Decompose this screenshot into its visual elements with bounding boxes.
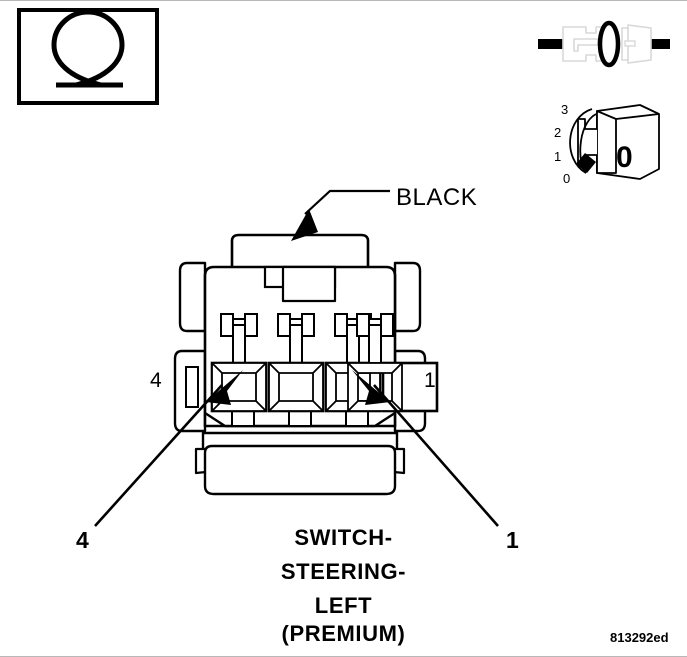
pin-number-left: 4 xyxy=(150,369,162,392)
ignition-position-0: 0 xyxy=(563,171,571,186)
terminal-cavity-1 xyxy=(347,313,439,413)
ignition-position-2: 2 xyxy=(554,125,562,140)
ignition-position-1: 1 xyxy=(554,149,562,164)
callout-leader-right xyxy=(352,370,499,527)
callout-leader-left xyxy=(94,370,243,527)
caption-line-4: (PREMIUM) xyxy=(281,621,406,646)
terminal-cavity-4 xyxy=(210,313,268,413)
callout-number-left: 4 xyxy=(76,527,89,553)
terminal-cavity-3 xyxy=(267,313,325,413)
callout-number-right: 1 xyxy=(506,527,519,553)
black-leader-line xyxy=(291,189,390,241)
ignition-position-3: 3 xyxy=(561,102,569,117)
connector-color-label: BLACK xyxy=(396,184,478,211)
caption-line-3: LEFT xyxy=(314,593,373,618)
caption-line-2: STEERING- xyxy=(280,559,407,584)
figure-id-code: 813292ed xyxy=(610,630,669,645)
pin-number-right: 1 xyxy=(424,369,436,392)
caption-line-1: SWITCH- xyxy=(294,525,393,550)
ignition-key-position-value: 0 xyxy=(616,141,633,174)
